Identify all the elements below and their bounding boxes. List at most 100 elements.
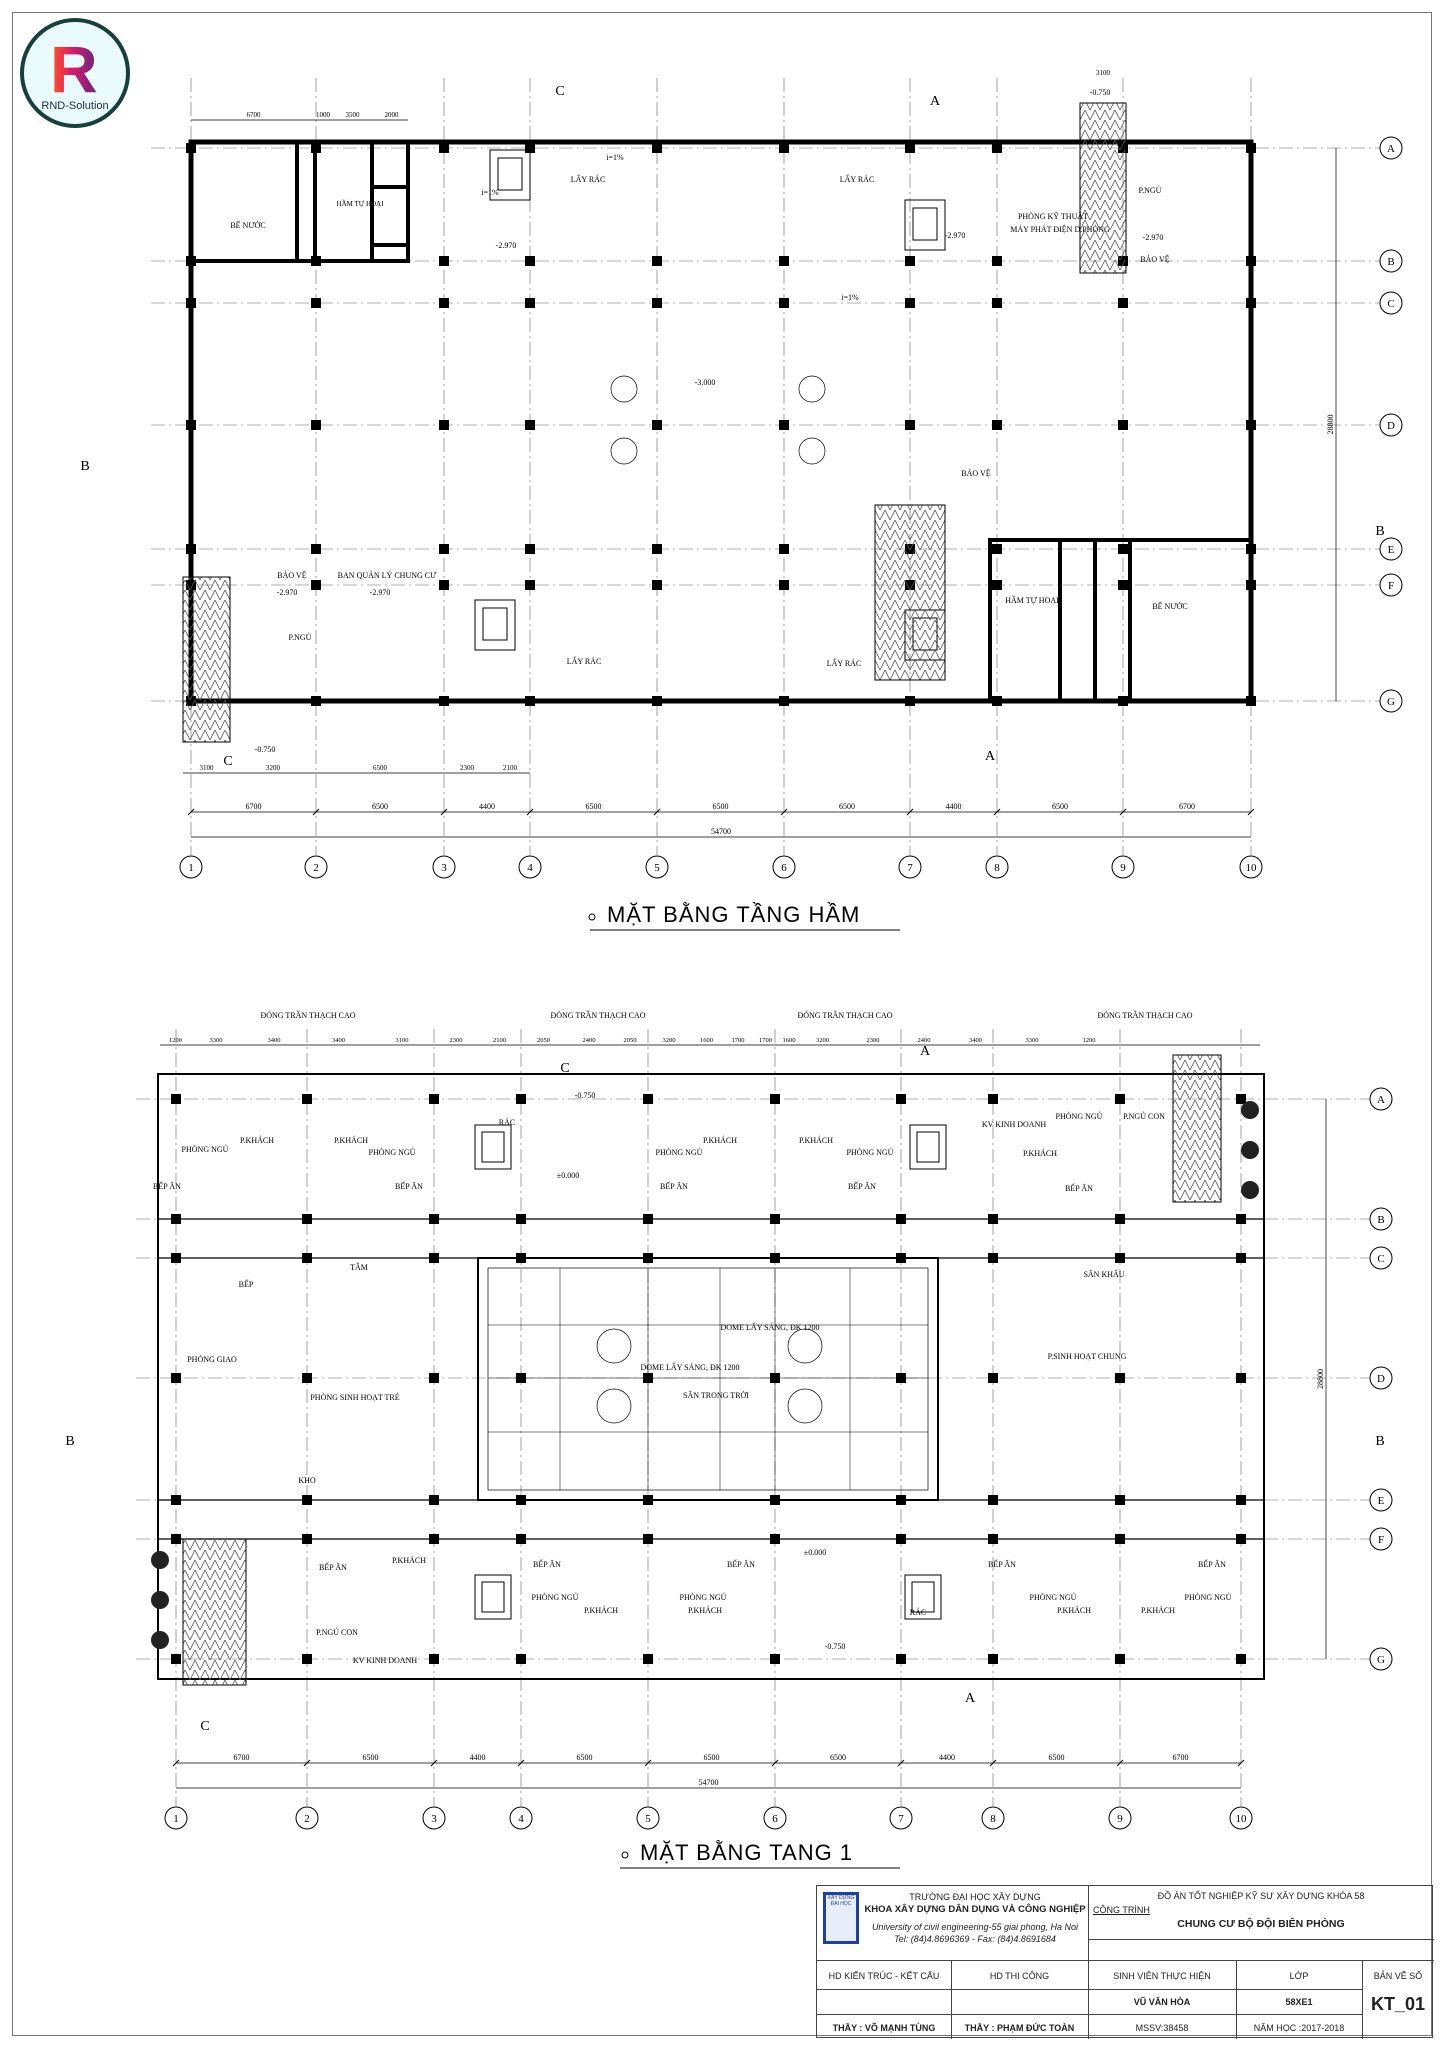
room-label: -0.750 — [825, 1642, 846, 1651]
section-mark: A — [920, 1044, 931, 1059]
room-label: P.KHÁCH — [799, 1135, 833, 1145]
room-label: LẤY RÁC — [840, 174, 875, 184]
university-logo-text: XÂY DỰNG ĐẠI HỌC — [826, 1895, 856, 1941]
top-dimension: 2050 — [537, 1037, 550, 1044]
room-label: KV KINH DOANH — [982, 1120, 1047, 1129]
total-dimension: 54700 — [711, 827, 731, 836]
room-label: MÁY PHÁT ĐIỆN D.PHÒNG — [1010, 224, 1110, 234]
title-marker — [588, 913, 596, 921]
rnd-solution-logo: R RND-Solution — [20, 18, 130, 128]
dome-opening — [798, 375, 826, 403]
sheet-frame — [12, 12, 1432, 2036]
dim-tick — [526, 808, 534, 816]
column — [186, 298, 196, 308]
column — [896, 1094, 906, 1104]
section-mark: C — [555, 84, 564, 99]
column — [525, 580, 535, 590]
room-label: RÁC — [499, 1117, 515, 1127]
room-label: -2.970 — [496, 241, 517, 250]
grid-col-label: 2 — [313, 862, 319, 874]
column — [643, 1654, 653, 1664]
title-block: XÂY DỰNG ĐẠI HỌC TRƯỜNG ĐẠI HỌC XÂY DỰNG… — [816, 1885, 1434, 2039]
grid-bubble — [518, 855, 542, 879]
section-mark: A — [985, 749, 996, 764]
grid-bubble — [772, 855, 796, 879]
bay-dimension: 6500 — [704, 1753, 720, 1762]
bay-dimension: 6500 — [830, 1753, 846, 1762]
room-label: P.SINH HOẠT CHUNG — [1048, 1352, 1127, 1361]
room-label: ĐÓNG TRẦN THẠCH CAO — [1097, 1010, 1192, 1020]
room-label: BẾP ĂN — [153, 1181, 181, 1191]
column — [770, 1094, 780, 1104]
divider — [1236, 1960, 1237, 2039]
dim-tick — [653, 808, 661, 816]
column — [311, 420, 321, 430]
column — [439, 580, 449, 590]
column — [429, 1373, 439, 1383]
bay-dimension: 4400 — [479, 802, 495, 811]
room-label: ĐÓNG TRẦN THẠCH CAO — [550, 1010, 645, 1020]
elevator-car — [481, 1581, 505, 1613]
grid-col-label: 2 — [304, 1813, 310, 1825]
top-dimension: 2300 — [867, 1037, 880, 1044]
room-label: -2.970 — [1143, 233, 1164, 242]
grid-bubble — [509, 1806, 533, 1830]
room-label: P.KHÁCH — [1057, 1605, 1091, 1615]
divider — [817, 1960, 1434, 1961]
top-dimension: 2400 — [583, 1037, 596, 1044]
grid-col-label: 10 — [1236, 1813, 1248, 1825]
grid-bubble — [1379, 573, 1403, 597]
grid-row-label: A — [1377, 1094, 1385, 1106]
dim-tick — [897, 1759, 905, 1767]
column — [988, 1094, 998, 1104]
school-year: NĂM HỌC :2017-2018 — [1253, 2023, 1345, 2033]
column — [525, 143, 535, 153]
room-label: LẤY RÁC — [827, 658, 862, 668]
room-label: BẢO VỆ — [961, 468, 991, 478]
column — [439, 256, 449, 266]
column — [1246, 143, 1256, 153]
column — [652, 580, 662, 590]
column — [186, 420, 196, 430]
room-label: BẾP ĂN — [395, 1181, 423, 1191]
top-dimension: 1700 — [732, 1037, 745, 1044]
column — [992, 298, 1002, 308]
room-label: PHÒNG GIAO — [187, 1354, 237, 1364]
dim-tick — [644, 1759, 652, 1767]
grid-bubble — [432, 855, 456, 879]
room-label: -2.970 — [277, 588, 298, 597]
grid-bubble — [985, 855, 1009, 879]
grid-bubble — [1369, 1207, 1393, 1231]
top-dimension: 1600 — [783, 1037, 796, 1044]
top-dimension: 3400 — [969, 1037, 982, 1044]
dim-tick — [303, 1759, 311, 1767]
column — [652, 143, 662, 153]
column — [1118, 298, 1128, 308]
grid-bubble — [295, 1806, 319, 1830]
grid-row-label: D — [1377, 1373, 1385, 1385]
grid-bubble — [1379, 249, 1403, 273]
column — [1246, 298, 1256, 308]
room-label: -0.750 — [575, 1091, 596, 1100]
divider — [817, 1989, 1362, 1990]
column — [1246, 420, 1256, 430]
room-label: BẾP — [239, 1279, 254, 1289]
dim-tick — [1247, 808, 1255, 816]
sub-dimension: 6500 — [373, 764, 388, 772]
room-label: PHÒNG NGỦ — [1030, 1592, 1077, 1602]
basement-plan-title: MẶT BẰNG TẦNG HẦM — [607, 902, 860, 927]
room-label: KV KINH DOANH — [353, 1656, 418, 1665]
bay-dimension: 6500 — [372, 802, 388, 811]
const-advisor-name: THẦY : PHẠM ĐỨC TOÀN — [964, 2023, 1075, 2033]
faculty-name: KHOA XÂY DỰNG DÂN DỤNG VÀ CÔNG NGHIỆP — [864, 1904, 1086, 1915]
top-dimension: 3400 — [332, 1037, 345, 1044]
elevator-car — [482, 607, 508, 641]
column — [770, 1654, 780, 1664]
ramp-hatch — [874, 504, 946, 681]
room-label: HẦM TỰ HOẠI — [337, 200, 385, 208]
room-label: -0.750 — [1090, 88, 1111, 97]
bay-dimension: 6700 — [246, 802, 262, 811]
room-label: ±0.000 — [804, 1548, 826, 1557]
room-label: PHÒNG NGỦ — [680, 1592, 727, 1602]
bay-dimension: 4400 — [470, 1753, 486, 1762]
